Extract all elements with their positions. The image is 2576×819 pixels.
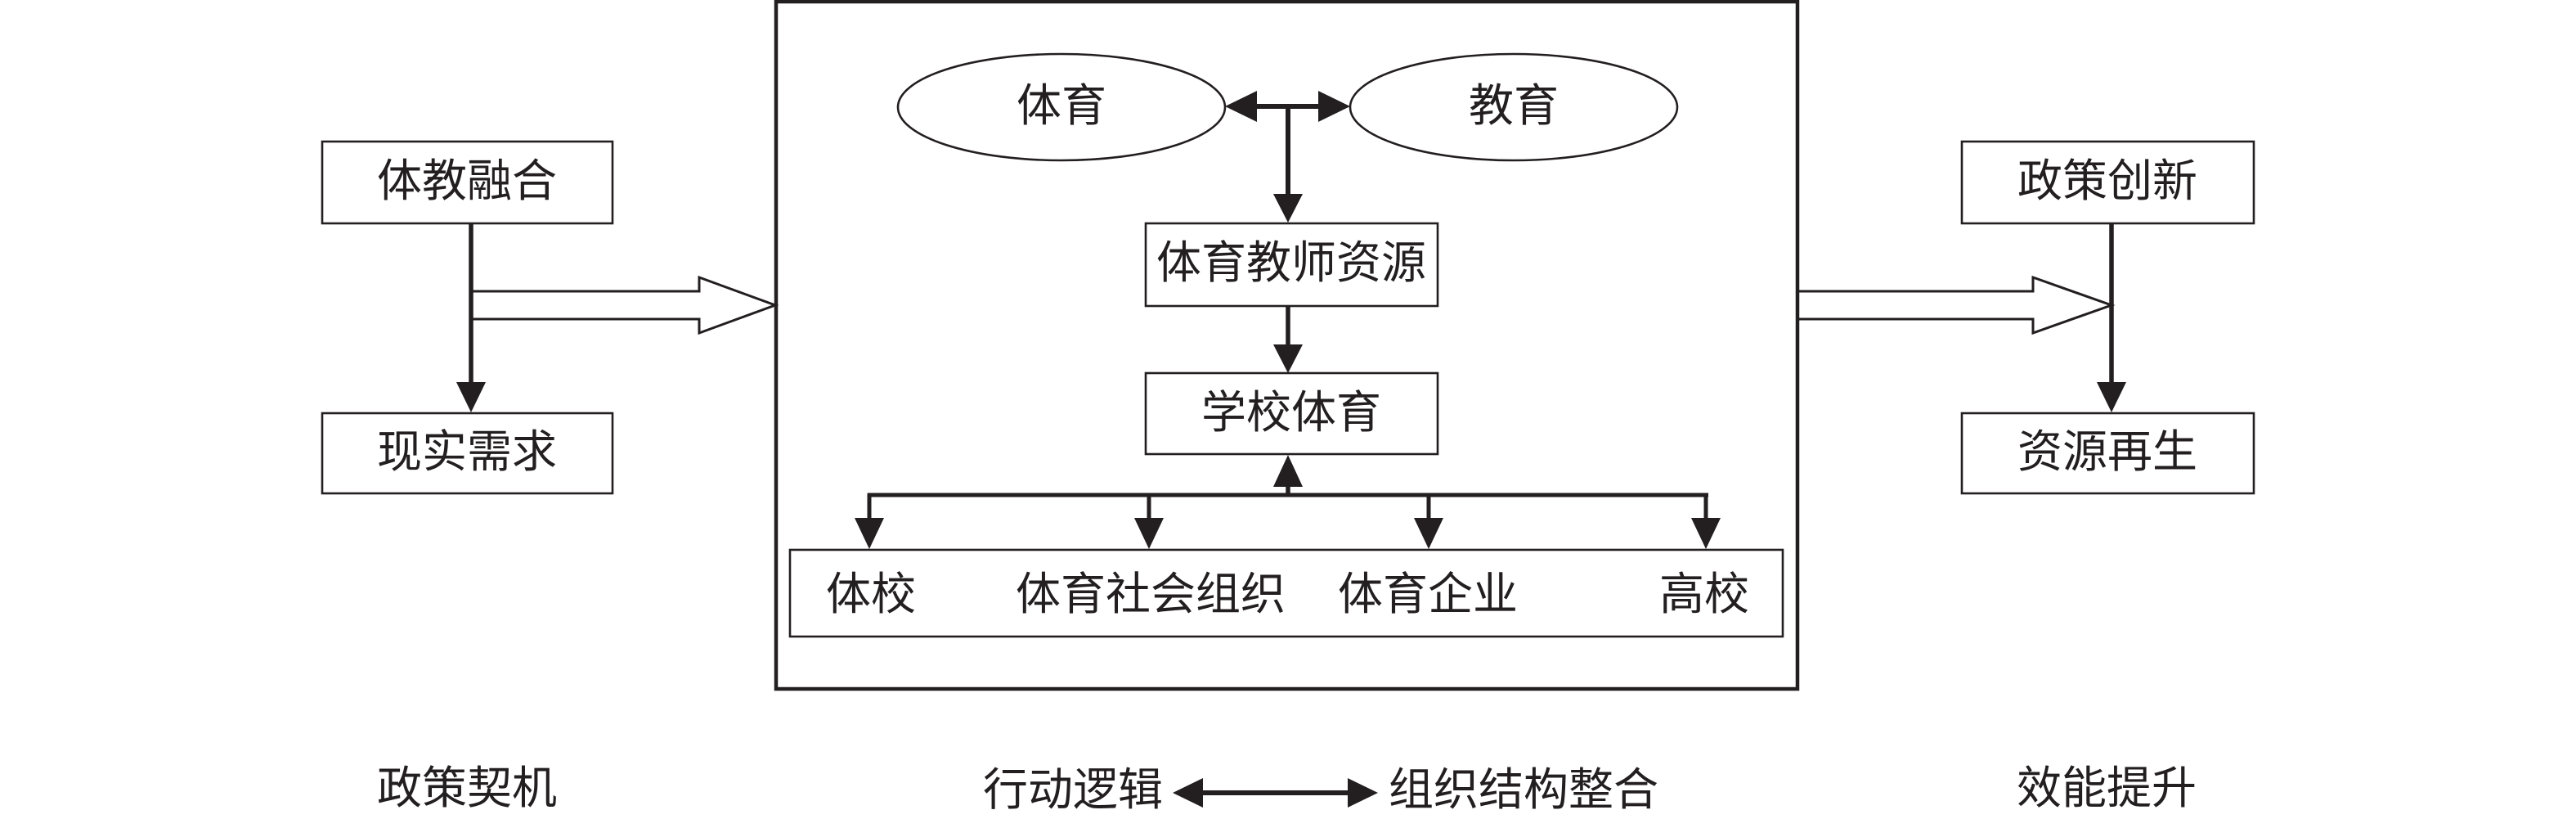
- hollow-arrow-left-to-center: [473, 275, 779, 335]
- arrowhead-down-icon: [1691, 518, 1721, 549]
- ellipse-sports: [896, 52, 1227, 162]
- label-realistic-demand: 现实需求: [377, 425, 557, 478]
- arrowhead-down-icon: [1134, 518, 1164, 549]
- box-resource-regeneration: [1960, 412, 2255, 495]
- label-resource-regeneration: 资源再生: [2017, 425, 2197, 478]
- arrowhead-right-icon: [1348, 778, 1378, 808]
- caption-organizational-integration: 组织结构整合: [1389, 763, 1658, 816]
- arrowhead-down-icon: [1273, 344, 1303, 373]
- label-pe-teacher-resource: 体育教师资源: [1156, 236, 1426, 289]
- box-policy-innovation: [1960, 140, 2255, 225]
- arrowhead-left-icon: [1173, 778, 1203, 808]
- entity-university: 高校: [1659, 568, 1749, 620]
- box-school-pe: [1144, 371, 1439, 456]
- arrowhead-down-icon: [1273, 194, 1303, 223]
- center-panel: 体育 教育 体育教师资源 学校体育 体校 体育社会组织 体育企业 高校 行动逻辑: [774, 0, 1800, 816]
- label-sport-education-fusion: 体教融合: [377, 155, 557, 207]
- ellipse-education: [1349, 52, 1679, 162]
- label-education: 教育: [1469, 79, 1559, 132]
- caption-action-logic: 行动逻辑: [983, 763, 1163, 816]
- label-sports: 体育: [1016, 79, 1106, 132]
- label-policy-innovation: 政策创新: [2017, 155, 2197, 207]
- box-pe-teacher-resource: [1144, 222, 1439, 308]
- arrowhead-up-icon: [1273, 455, 1303, 487]
- arrowhead-down-icon: [1414, 518, 1443, 549]
- entity-sports-enterprise: 体育企业: [1338, 568, 1518, 620]
- arrowhead-down-icon: [2097, 382, 2126, 412]
- arrowhead-left-icon: [1225, 91, 1257, 122]
- entity-sports-social-organization: 体育社会组织: [1016, 568, 1286, 620]
- arrowhead-down-icon: [456, 382, 486, 412]
- caption-efficiency-improvement: 效能提升: [2017, 762, 2197, 814]
- right-panel: 政策创新 资源再生 效能提升: [1799, 140, 2255, 814]
- box-realistic-demand: [321, 412, 614, 495]
- arrowhead-right-icon: [1318, 91, 1350, 122]
- box-entities: [788, 548, 1784, 638]
- caption-policy-opportunity: 政策契机: [377, 762, 557, 814]
- arrowhead-down-icon: [855, 518, 884, 549]
- left-panel: 体教融合 现实需求 政策契机: [321, 140, 779, 814]
- entity-sports-school: 体校: [826, 568, 916, 620]
- box-sport-education-fusion: [321, 140, 614, 225]
- hollow-arrow-center-to-right: [1799, 275, 2116, 335]
- label-school-pe: 学校体育: [1201, 386, 1381, 439]
- center-frame: [774, 0, 1800, 691]
